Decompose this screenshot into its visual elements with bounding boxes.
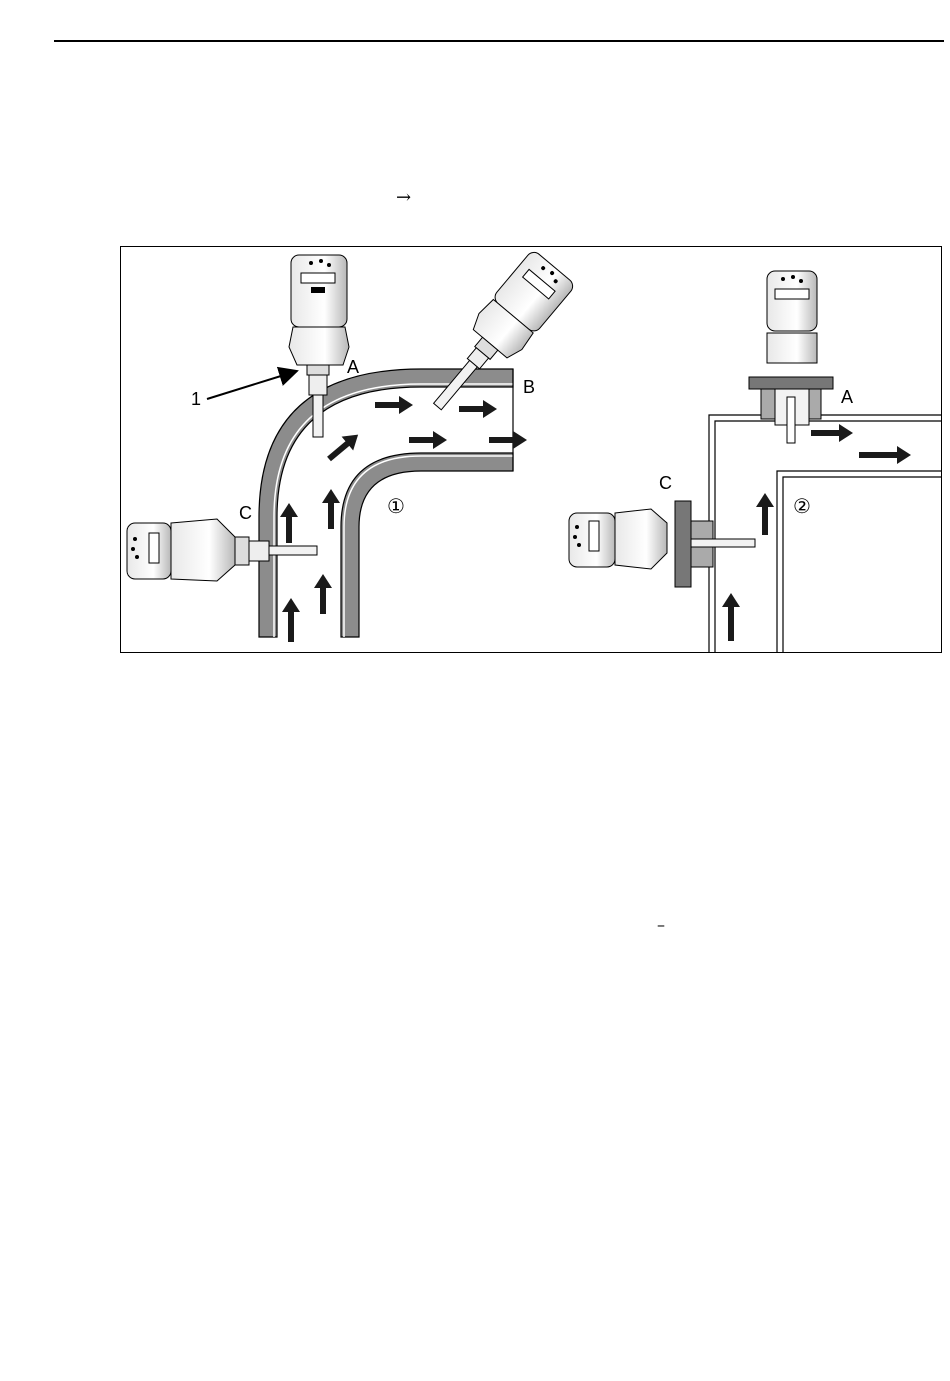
label-a-right: A — [841, 387, 853, 407]
label-c-right: C — [659, 473, 672, 493]
vessel-corner — [709, 415, 942, 653]
arrow-symbol: → — [396, 188, 411, 208]
installation-drawing: 1 A B C ① A C ② — [121, 247, 942, 653]
flow-arrows-right — [722, 424, 911, 641]
dash-symbol: – — [657, 916, 665, 934]
sensor-b — [416, 249, 576, 424]
sensor-c-right — [569, 501, 755, 587]
callout-pointer — [207, 371, 297, 399]
label-b: B — [523, 377, 535, 397]
label-circle-1: ① — [387, 494, 405, 518]
label-1: 1 — [191, 389, 201, 409]
label-c-left: C — [239, 503, 252, 523]
label-circle-2: ② — [793, 494, 811, 518]
installation-figure: 1 A B C ① A C ② — [120, 246, 942, 653]
header-rule — [54, 40, 944, 42]
sensor-a-right — [749, 271, 833, 443]
label-a-left: A — [347, 357, 359, 377]
